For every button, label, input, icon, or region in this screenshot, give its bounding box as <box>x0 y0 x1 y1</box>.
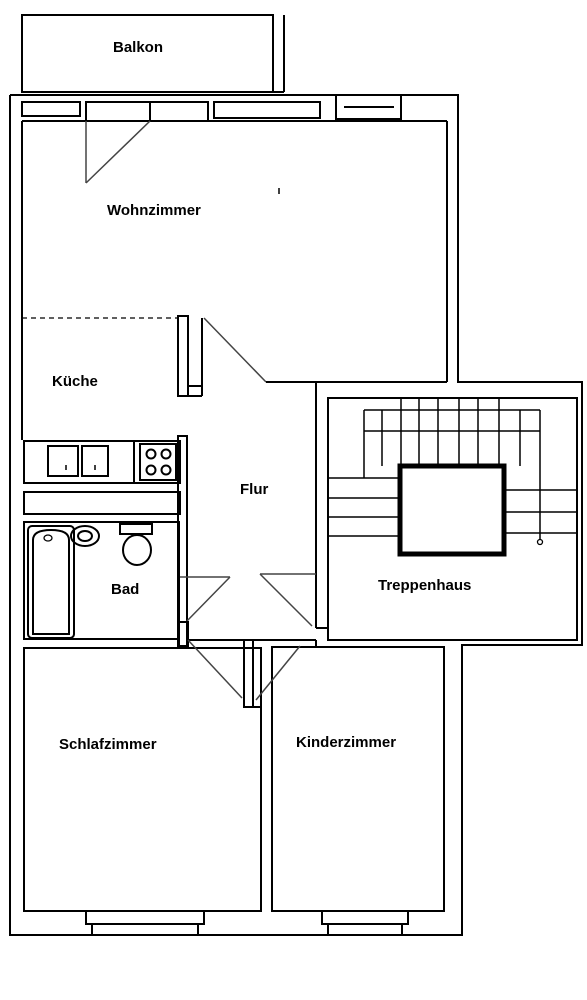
bad-room <box>23 521 231 648</box>
schlafzimmer-room <box>23 639 262 935</box>
label-schlafzimmer: Schlafzimmer <box>59 736 157 753</box>
label-treppenhaus: Treppenhaus <box>378 577 471 594</box>
label-bad: Bad <box>111 581 139 598</box>
kinderzimmer-room <box>255 645 445 935</box>
kueche-partition <box>177 315 189 397</box>
kitchen-counter <box>23 440 181 484</box>
balkon-room <box>21 14 285 93</box>
wohnzimmer-room <box>21 120 448 440</box>
flur-door-swing <box>203 317 267 383</box>
toilet-bowl <box>122 534 152 566</box>
outer-walls <box>9 94 583 936</box>
kitchen-stove <box>139 443 177 481</box>
label-wohnzimmer: Wohnzimmer <box>107 202 201 219</box>
top-windows <box>21 94 402 122</box>
bathtub <box>27 525 75 639</box>
label-flur: Flur <box>240 481 268 498</box>
stairwell <box>397 463 507 557</box>
label-balkon: Balkon <box>113 39 163 56</box>
kinderzimmer-door-swing <box>255 645 301 701</box>
flur-room <box>186 382 328 646</box>
kueche-room <box>22 315 447 647</box>
treppenhaus-room <box>327 397 578 641</box>
kitchen-shelf <box>23 491 181 515</box>
kitchen-sink <box>47 445 79 477</box>
label-kinderzimmer: Kinderzimmer <box>296 734 396 751</box>
toilet-tank <box>119 523 153 535</box>
label-kueche: Küche <box>52 373 98 390</box>
washbasin <box>70 525 100 547</box>
schlafzimmer-door-swing <box>187 639 243 699</box>
